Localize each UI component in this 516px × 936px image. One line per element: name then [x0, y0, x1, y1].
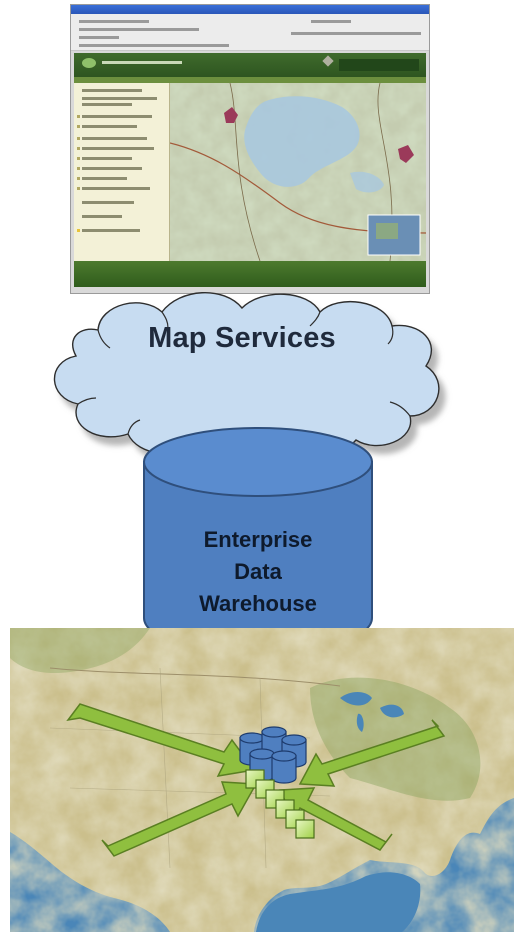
cloud-shape [53, 291, 440, 460]
layer-list-panel [74, 83, 170, 261]
browser-titlebar [71, 5, 429, 14]
app-navbar [74, 77, 426, 83]
warehouse-label-line-1: Enterprise [203, 527, 313, 552]
us-map-image [10, 628, 514, 932]
app-header [74, 53, 426, 77]
warehouse-label: Enterprise Data Warehouse [148, 524, 368, 620]
data-source-squares-icon [245, 769, 315, 839]
arrow-from-northeast [298, 719, 446, 787]
inbound-arrow-icon [66, 703, 446, 857]
web-map-viewer-screenshot [70, 4, 430, 294]
browser-toolbar [71, 14, 429, 51]
database-cluster-icon [239, 726, 307, 784]
logo-icon [82, 58, 96, 68]
cloud-label: Map Services [148, 322, 336, 354]
app-footer [74, 261, 426, 287]
warehouse-label-line-3: Warehouse [199, 591, 317, 616]
topographic-map-view [170, 83, 426, 261]
warehouse-label-line-2: Data [234, 559, 282, 584]
cloud-icon [53, 291, 440, 460]
